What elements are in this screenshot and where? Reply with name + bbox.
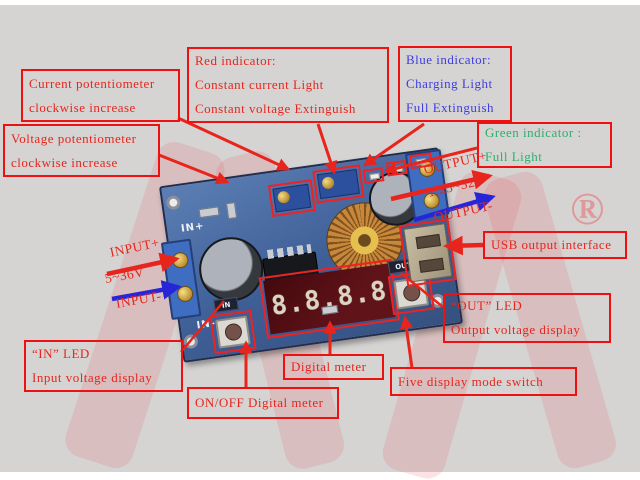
led-die (369, 172, 381, 181)
callout-text: Constant current Light (195, 77, 324, 92)
trimpot-body (316, 168, 360, 200)
trimpot-screw (321, 176, 335, 190)
in-led-chip: IN (213, 296, 239, 313)
callout-text: clockwise increase (11, 154, 118, 170)
callout-in-led: “IN” LED Input voltage display (24, 340, 183, 392)
callout-usb-output: USB output interface (483, 231, 627, 259)
callout-voltage-potentiometer: Voltage potentiometer clockwise increase (3, 124, 160, 177)
in-onoff-button (209, 309, 257, 355)
callout-text: Input voltage display (32, 370, 153, 385)
display-digits: 8.8.8.8 (269, 275, 390, 322)
smd-component (225, 202, 238, 220)
callout-text: Digital meter (291, 359, 367, 374)
voltage-potentiometer (312, 164, 365, 204)
terminal-screw (176, 284, 195, 303)
callout-text: Charging Light (406, 76, 493, 91)
callout-green-indicator: Green indicator : Full Light (477, 122, 612, 168)
seven-segment-display: 8.8.8.8 (263, 263, 396, 335)
callout-text: clockwise increase (29, 99, 136, 115)
usb-slot (415, 233, 441, 250)
callout-onoff-digital-meter: ON/OFF Digital meter (187, 387, 339, 419)
callout-text: Full Light (485, 149, 543, 164)
usb-connector (403, 223, 453, 283)
callout-text: Red indicator: (195, 53, 277, 68)
usb-output-port (398, 218, 457, 287)
callout-text: Full Extinguish (406, 100, 495, 115)
inductor-core (348, 224, 381, 257)
callout-blue-indicator: Blue indicator: Charging Light Full Exti… (398, 46, 512, 122)
callout-red-indicator: Red indicator: Constant current Light Co… (187, 47, 389, 123)
callout-text: Five display mode switch (398, 373, 544, 389)
callout-text: “IN” LED (32, 346, 90, 361)
callout-text: Blue indicator: (406, 52, 492, 67)
red-indicator-led (362, 167, 385, 184)
usb-slot (418, 257, 445, 273)
callout-text: Constant voltage Extinguish (195, 101, 356, 116)
blue-indicator-led (385, 159, 408, 177)
mounting-hole (182, 333, 199, 350)
button-core (223, 322, 243, 342)
callout-text: “OUT” LED (451, 298, 523, 313)
trimpot-body (272, 183, 312, 213)
registered-trademark-icon: ® (570, 183, 605, 234)
callout-text: Voltage potentiometer (11, 130, 137, 146)
terminal-screw (171, 251, 190, 270)
led-die (392, 165, 404, 173)
callout-five-mode-switch: Five display mode switch (390, 367, 577, 396)
callout-current-potentiometer: Current potentiometer clockwise increase (21, 69, 180, 122)
callout-text: ON/OFF Digital meter (195, 395, 324, 410)
current-potentiometer (267, 179, 316, 218)
callout-text: Green indicator : (485, 125, 582, 140)
callout-out-led: “OUT” LED Output voltage display (443, 293, 611, 343)
trimpot-screw (276, 190, 291, 205)
callout-text: USB output interface (491, 237, 612, 252)
input-capacitor (195, 233, 268, 306)
mounting-hole (165, 194, 182, 211)
callout-text: Output voltage display (451, 322, 581, 337)
callout-digital-meter: Digital meter (283, 354, 384, 380)
smd-component (198, 206, 220, 219)
button-body (215, 315, 251, 349)
callout-text: Current potentiometer (29, 75, 155, 91)
silkscreen-in-plus: IN+ (180, 220, 206, 235)
